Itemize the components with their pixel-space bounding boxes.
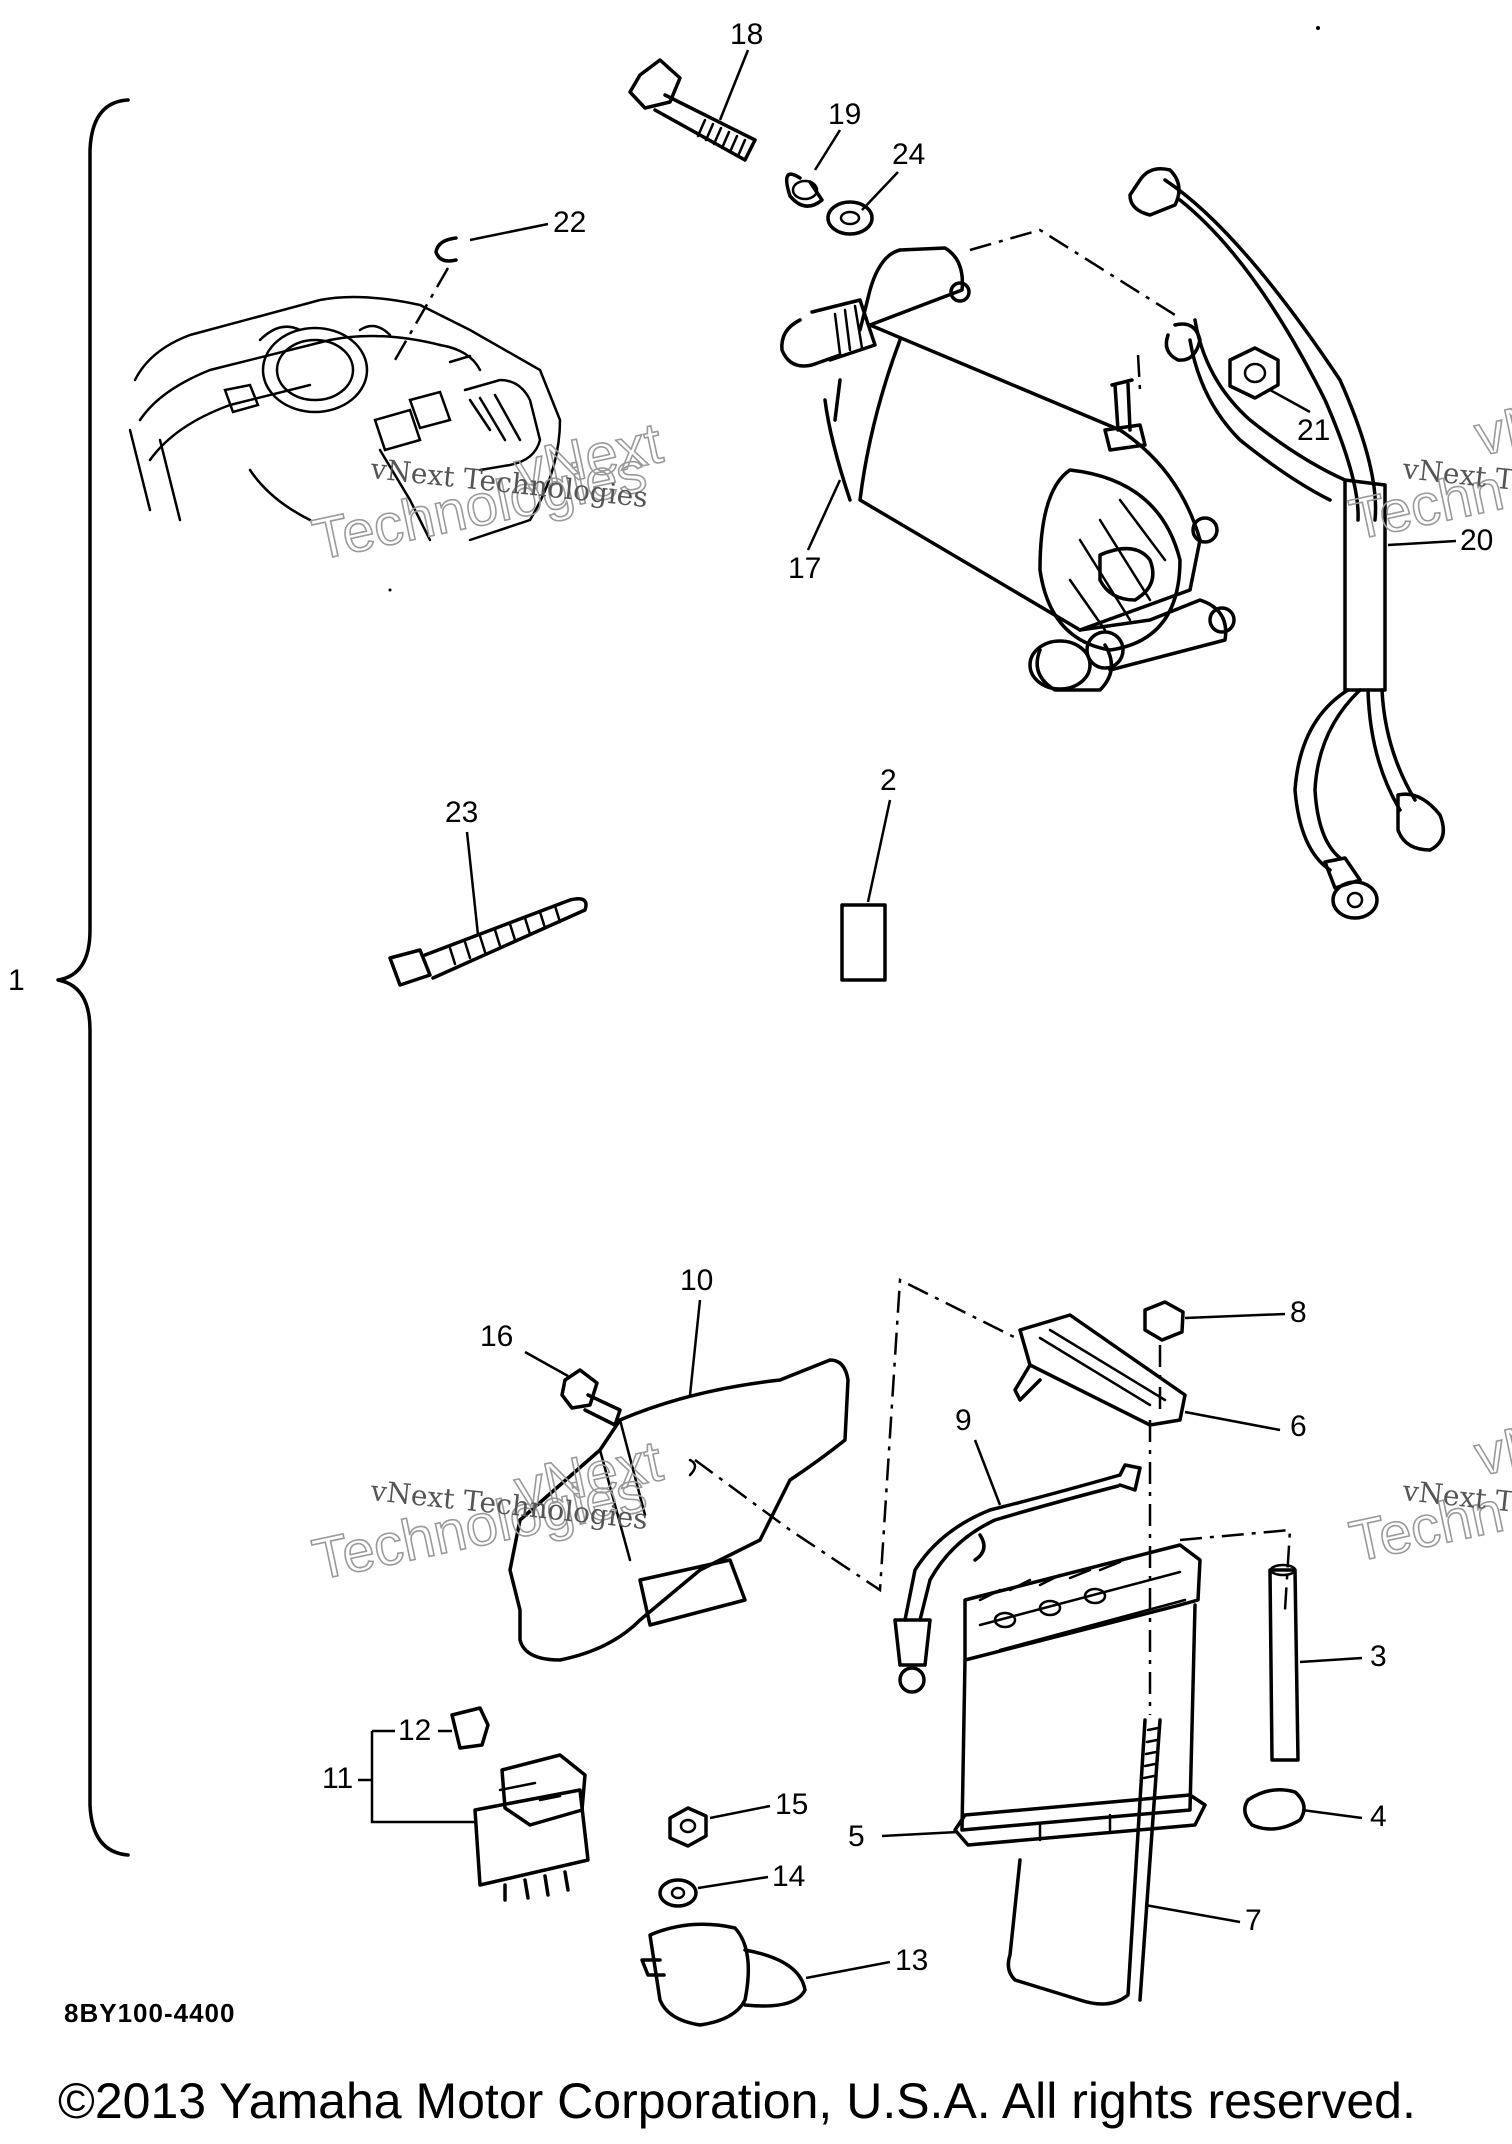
leader-7 <box>1144 1903 1241 1924</box>
leader-22 <box>469 222 549 242</box>
battery <box>960 1543 1202 1842</box>
watermark-top-left: vNext Technologies vNext Technologies <box>306 410 668 574</box>
part-23-cable-tie <box>388 897 588 987</box>
dash-starter-top <box>969 228 1176 317</box>
part-13-buzzer <box>640 1922 807 2027</box>
callout-5: 5 <box>848 1820 865 1853</box>
callout-24: 24 <box>892 138 925 171</box>
callout-10: 10 <box>680 1264 713 1297</box>
callout-22: 22 <box>553 206 586 239</box>
part-10-cover <box>508 1358 850 1662</box>
callout-15: 15 <box>775 1788 808 1821</box>
leader-3 <box>1299 1656 1363 1664</box>
leader-4 <box>1301 1808 1363 1820</box>
svg-text:vN: vN <box>1469 390 1512 468</box>
leader-19 <box>813 129 842 171</box>
part-16-screw <box>560 1368 622 1427</box>
callout-1: 1 <box>8 964 25 997</box>
part-4-grommet <box>1243 1788 1306 1831</box>
leader-24 <box>861 171 899 211</box>
part-12-cap <box>450 1706 490 1750</box>
callout-16: 16 <box>480 1320 513 1353</box>
part-9-lead <box>893 1463 1142 1694</box>
callout-4: 4 <box>1370 1800 1387 1833</box>
svg-text:vN: vN <box>1469 1410 1512 1488</box>
part-22-clip <box>434 236 458 263</box>
part-20-cable <box>1128 167 1446 920</box>
callout-23: 23 <box>445 796 478 829</box>
callout-21: 21 <box>1297 414 1330 447</box>
callout-13: 13 <box>895 1944 928 1977</box>
callout-18: 18 <box>730 18 763 51</box>
leader-13 <box>805 1960 891 1980</box>
callout-20: 20 <box>1460 524 1493 557</box>
leader-5 <box>881 1830 959 1838</box>
leader-18 <box>718 49 750 121</box>
part-15-nut <box>668 1806 708 1848</box>
callout-14: 14 <box>772 1860 805 1893</box>
dash-22 <box>393 267 450 361</box>
part-6-bracket <box>1013 1313 1187 1427</box>
leader-10 <box>688 1299 702 1396</box>
diagram-code: 8BY100-4400 <box>64 1998 236 2028</box>
dash-starter-side <box>1136 354 1142 391</box>
leader-23 <box>465 831 480 936</box>
callout-17: 17 <box>788 552 821 585</box>
callout-2: 2 <box>880 764 897 797</box>
part-21-nut <box>1228 346 1280 400</box>
callout-9: 9 <box>955 1404 972 1437</box>
leader-16 <box>524 1350 569 1378</box>
watermark-bottom-right: vN Techn vNext T <box>1343 1410 1512 1576</box>
dash-cover <box>694 1278 1021 1593</box>
leader-14 <box>697 1875 769 1890</box>
watermark-bottom-left: vNext Technologies vNext Technologies <box>306 1428 668 1594</box>
callout-7: 7 <box>1245 1904 1262 1937</box>
callout-8: 8 <box>1290 1296 1307 1329</box>
part-2-label <box>840 903 887 982</box>
part-11-relay <box>473 1753 590 1902</box>
part-7-rod <box>1006 1718 1162 2006</box>
leader-9 <box>973 1439 1002 1506</box>
part-19-washer <box>784 172 824 208</box>
leader-21 <box>1269 388 1311 414</box>
part-24-washer <box>826 200 874 236</box>
part-3-tube <box>1268 1563 1300 1762</box>
dashboard-housing <box>128 295 562 542</box>
leader-8 <box>1184 1312 1286 1320</box>
leader-2 <box>866 799 892 903</box>
leader-15 <box>709 1804 771 1820</box>
leader-11 <box>358 1731 476 1824</box>
callout-11: 11 <box>322 1762 353 1795</box>
part-14-washer <box>658 1878 698 1908</box>
callout-3: 3 <box>1370 1640 1387 1673</box>
stray-dot <box>388 588 392 592</box>
callout-6: 6 <box>1290 1410 1307 1443</box>
part-17-starter-motor <box>780 246 1236 692</box>
leader-6 <box>1184 1410 1281 1432</box>
part-5-pad <box>953 1793 1207 1847</box>
assembly-brace <box>56 98 130 1857</box>
part-18-bolt <box>628 58 757 162</box>
callout-12: 12 <box>398 1714 431 1747</box>
leader-20 <box>1387 539 1457 547</box>
part-8-nut <box>1143 1300 1185 1342</box>
callout-19: 19 <box>828 98 861 131</box>
copyright-notice: ©2013 Yamaha Motor Corporation, U.S.A. A… <box>58 2073 1416 2129</box>
leader-17 <box>806 479 842 551</box>
stray-dot <box>1316 26 1320 30</box>
